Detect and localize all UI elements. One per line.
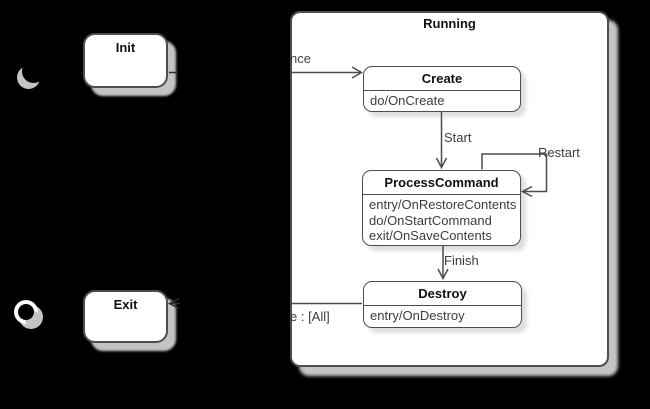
state-processcommand-action: entry/OnRestoreContents [369, 197, 517, 212]
state-exit-title: Exit [113, 297, 138, 312]
state-processcommand[interactable]: ProcessCommand entry/OnRestoreContents d… [362, 170, 521, 246]
state-processcommand-title: ProcessCommand [384, 175, 499, 190]
state-processcommand-action: exit/OnSaveContents [369, 228, 492, 243]
transition-label-init-create: nce [290, 51, 311, 66]
transition-label-restart: Restart [538, 145, 580, 160]
state-processcommand-action: do/OnStartCommand [369, 212, 492, 228]
transition-label-start: Start [444, 130, 472, 145]
transition-label-destroy-exit: e : [All] [290, 309, 330, 324]
state-exit[interactable]: Exit [83, 290, 168, 343]
transition-destroy-exit-arrowhead[interactable] [167, 297, 180, 310]
state-create-divider [364, 90, 520, 91]
state-create-action: do/OnCreate [370, 93, 445, 108]
state-init[interactable]: Init [83, 33, 168, 88]
final-state-inner-dot [18, 304, 34, 320]
initial-state-dot [22, 60, 45, 83]
state-destroy-title: Destroy [418, 286, 467, 301]
state-destroy[interactable]: Destroy entry/OnDestroy [363, 281, 522, 328]
state-create-title: Create [421, 71, 463, 86]
initial-state[interactable] [14, 60, 46, 92]
state-create[interactable]: Create do/OnCreate [363, 66, 521, 112]
state-destroy-action: entry/OnDestroy [370, 308, 465, 323]
state-running-title: Running [423, 16, 476, 31]
state-destroy-divider [364, 305, 521, 306]
state-init-title: Init [115, 40, 136, 55]
final-state[interactable] [14, 300, 48, 334]
transition-label-finish: Finish [444, 253, 479, 268]
state-processcommand-divider [363, 194, 520, 195]
